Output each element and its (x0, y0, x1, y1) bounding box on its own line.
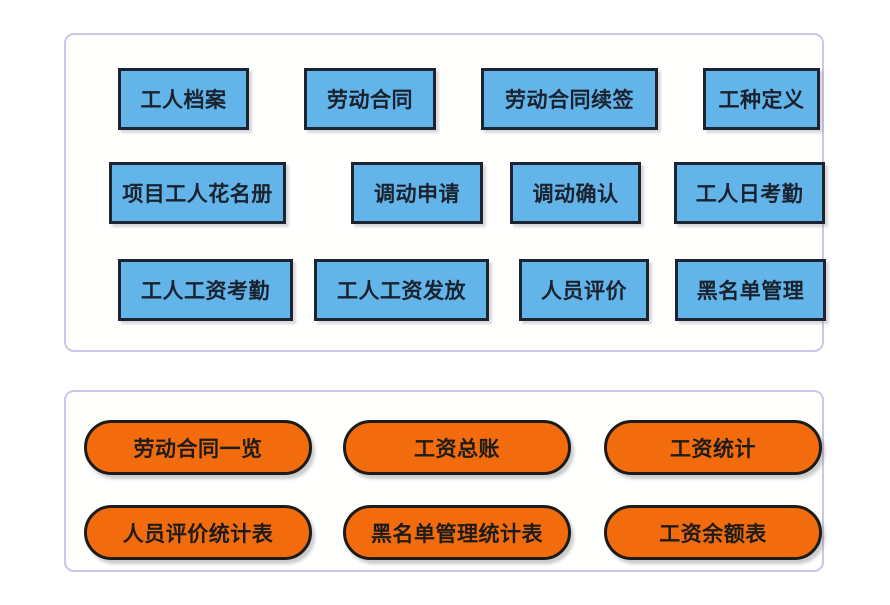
report-button-wage-balance-sheet[interactable]: 工资余额表 (604, 505, 822, 560)
function-button-project-worker-roster[interactable]: 项目工人花名册 (109, 162, 286, 224)
function-row-3: 工人工资考勤 工人工资发放 人员评价 黑名单管理 (66, 259, 826, 321)
report-button-labor-contract-list[interactable]: 劳动合同一览 (84, 420, 312, 475)
report-button-blacklist-management-statistics[interactable]: 黑名单管理统计表 (343, 505, 571, 560)
reports-panel: 劳动合同一览 工资总账 工资统计 人员评价统计表 黑名单管理统计表 工资余额表 (64, 390, 824, 572)
function-button-labor-contract-renewal[interactable]: 劳动合同续签 (481, 68, 658, 130)
report-row-2: 人员评价统计表 黑名单管理统计表 工资余额表 (66, 505, 822, 560)
function-row-1: 工人档案 劳动合同 劳动合同续签 工种定义 (66, 68, 822, 130)
function-button-worker-archive[interactable]: 工人档案 (118, 68, 249, 130)
function-button-blacklist-management[interactable]: 黑名单管理 (675, 259, 826, 321)
function-button-job-type-definition[interactable]: 工种定义 (703, 68, 820, 130)
report-button-wage-ledger[interactable]: 工资总账 (343, 420, 571, 475)
function-button-transfer-application[interactable]: 调动申请 (351, 162, 483, 224)
function-button-transfer-confirmation[interactable]: 调动确认 (510, 162, 641, 224)
function-button-worker-wage-attendance[interactable]: 工人工资考勤 (118, 259, 293, 321)
report-button-wage-statistics[interactable]: 工资统计 (604, 420, 822, 475)
basic-functions-panel: 工人档案 劳动合同 劳动合同续签 工种定义 项目工人花名册 调动申请 调动确认 … (64, 33, 826, 352)
function-button-labor-contract[interactable]: 劳动合同 (304, 68, 436, 130)
report-row-1: 劳动合同一览 工资总账 工资统计 (66, 420, 822, 475)
function-row-2: 项目工人花名册 调动申请 调动确认 工人日考勤 (66, 162, 825, 224)
function-button-worker-wage-payment[interactable]: 工人工资发放 (314, 259, 489, 321)
function-button-worker-daily-attendance[interactable]: 工人日考勤 (674, 162, 825, 224)
report-button-personnel-evaluation-statistics[interactable]: 人员评价统计表 (84, 505, 312, 560)
function-button-personnel-evaluation[interactable]: 人员评价 (519, 259, 649, 321)
